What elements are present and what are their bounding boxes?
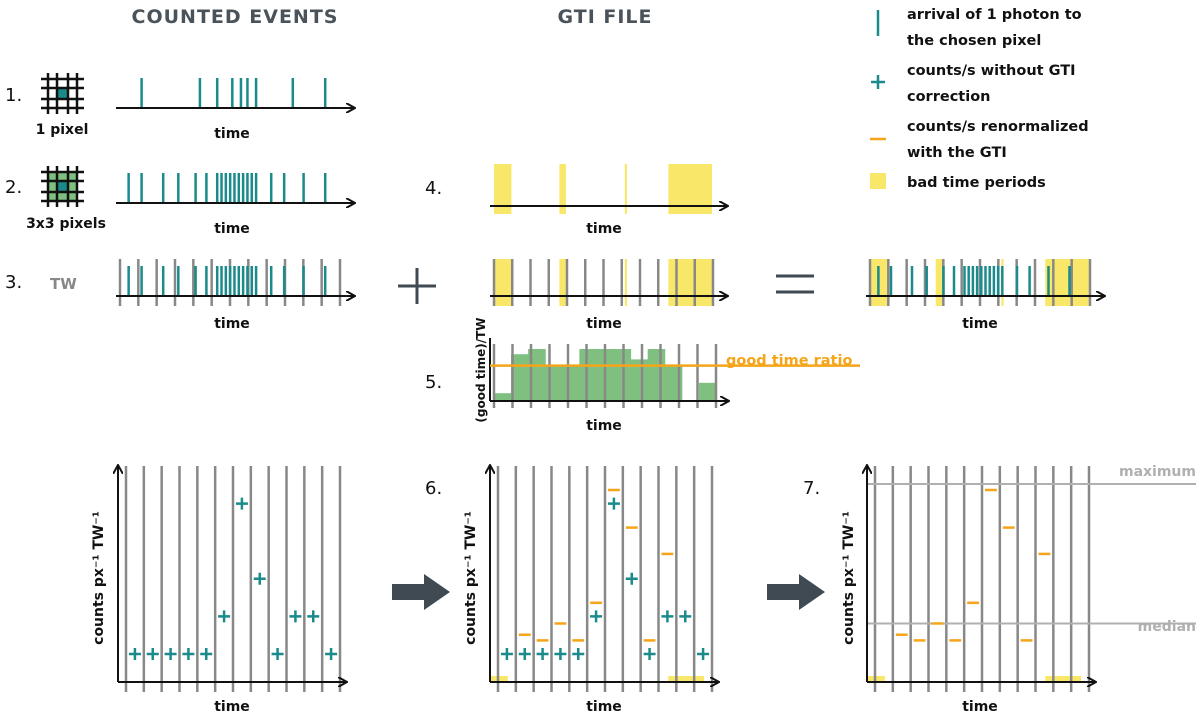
legend-renorm-line1: counts/s renormalized	[907, 119, 1089, 135]
step-1-number: 1.	[5, 85, 22, 106]
step-7-number: 7.	[803, 478, 820, 499]
label-3x3-pixels: 3x3 pixels	[26, 216, 106, 232]
legend-photon-line1: arrival of 1 photon to	[907, 7, 1082, 23]
bad-time-period	[668, 676, 704, 682]
count-rate-marker	[200, 648, 213, 660]
count-rate-marker	[289, 610, 302, 623]
time-label-5: time	[586, 418, 622, 434]
count-rate-marker	[679, 610, 692, 623]
time-label-renorm: time	[586, 699, 622, 715]
count-rate-marker	[253, 572, 266, 585]
legend: arrival of 1 photon to the chosen pixel …	[870, 7, 1089, 191]
count-rate-marker	[607, 497, 620, 510]
label-1-pixel: 1 pixel	[36, 122, 89, 138]
legend-bad-swatch	[870, 173, 886, 189]
count-rate-marker	[218, 610, 231, 623]
bad-time-period	[559, 259, 566, 306]
legend-cps-line1: counts/s without GTI	[907, 63, 1076, 79]
equals-icon	[776, 274, 814, 294]
count-rate-marker	[271, 648, 284, 660]
ratio-bar	[579, 349, 597, 401]
count-rate-marker	[128, 648, 141, 660]
count-rate-marker	[307, 610, 320, 623]
counts-y-label-3: counts px⁻¹ TW⁻¹	[841, 511, 857, 645]
ratio-bar	[545, 364, 563, 401]
bad-time-period	[494, 164, 512, 214]
maximum-label: maximum	[1119, 464, 1196, 480]
step-2-number: 2.	[5, 177, 22, 198]
timeline-time-windows	[116, 259, 354, 306]
counts-y-label-1: counts px⁻¹ TW⁻¹	[91, 511, 107, 645]
ratio-bar	[528, 349, 546, 401]
time-label-final: time	[962, 699, 998, 715]
bad-time-period	[668, 259, 712, 306]
step-3-number: 3.	[5, 272, 22, 293]
legend-bad-periods: bad time periods	[907, 175, 1046, 191]
header-counted-events: COUNTED EVENTS	[132, 6, 339, 28]
time-label-result: time	[962, 316, 998, 332]
counts-plot-renormalized	[490, 466, 718, 692]
count-rate-marker	[518, 648, 531, 660]
time-label-2: time	[214, 221, 250, 237]
legend-photon-line2: the chosen pixel	[907, 33, 1041, 49]
arrow-right-icon-1	[392, 574, 450, 610]
count-rate-marker	[536, 648, 549, 660]
counts-plot-final	[867, 466, 1196, 692]
count-rate-marker	[697, 648, 710, 660]
median-label: median	[1138, 619, 1196, 635]
timeline-1-pixel	[116, 78, 354, 108]
count-rate-marker	[554, 648, 567, 660]
good-time-ratio-plot	[489, 338, 860, 408]
count-rate-marker	[235, 497, 248, 510]
timeline-combined-result	[866, 259, 1104, 306]
legend-cps-swatch	[871, 75, 885, 89]
bad-time-period	[559, 164, 566, 214]
step-5-number: 5.	[425, 372, 442, 393]
ratio-bar	[630, 359, 649, 401]
ratio-y-label: (good time)/TW	[474, 317, 488, 422]
bad-time-period	[494, 259, 512, 306]
count-rate-marker	[572, 648, 585, 660]
count-rate-marker	[500, 648, 513, 660]
count-rate-marker	[661, 610, 674, 623]
bad-time-period	[1045, 259, 1089, 306]
bad-time-period	[1045, 676, 1081, 682]
count-rate-marker	[182, 648, 195, 660]
time-label-1: time	[214, 126, 250, 142]
counts-y-label-2: counts px⁻¹ TW⁻¹	[463, 511, 479, 645]
pixel-grid-icon-3x3	[41, 166, 84, 207]
time-label-4: time	[586, 221, 622, 237]
step-4-number: 4.	[425, 178, 442, 199]
good-time-ratio-label: good time ratio	[726, 353, 852, 369]
timeline-3x3-pixels	[116, 173, 354, 203]
arrow-right-icon-2	[767, 574, 825, 610]
header-gti-file: GTI FILE	[557, 6, 652, 28]
plus-icon	[398, 268, 436, 304]
ratio-bar	[647, 349, 666, 401]
count-rate-marker	[146, 648, 159, 660]
counts-plot-without-gti	[118, 466, 346, 692]
count-rate-marker	[325, 648, 338, 660]
time-label-4b: time	[586, 316, 622, 332]
count-rate-marker	[625, 572, 638, 585]
bad-time-period	[935, 259, 943, 306]
ratio-bar	[698, 382, 717, 401]
label-tw: TW	[50, 275, 77, 293]
time-label-counts: time	[214, 699, 250, 715]
bad-time-period	[624, 164, 627, 214]
count-rate-marker	[643, 648, 656, 660]
count-rate-marker	[590, 610, 603, 623]
count-rate-marker	[164, 648, 177, 660]
timeline-gti-bad-periods	[490, 164, 727, 214]
pixel-grid-icon-1px	[41, 73, 84, 114]
timeline-gti-with-windows	[490, 259, 727, 306]
time-label-3: time	[214, 316, 250, 332]
step-6-number: 6.	[425, 478, 442, 499]
bad-time-period	[624, 259, 627, 306]
ratio-bar	[562, 364, 580, 401]
ratio-bar	[494, 393, 512, 401]
legend-cps-line2: correction	[907, 89, 990, 105]
legend-renorm-line2: with the GTI	[907, 145, 1007, 161]
